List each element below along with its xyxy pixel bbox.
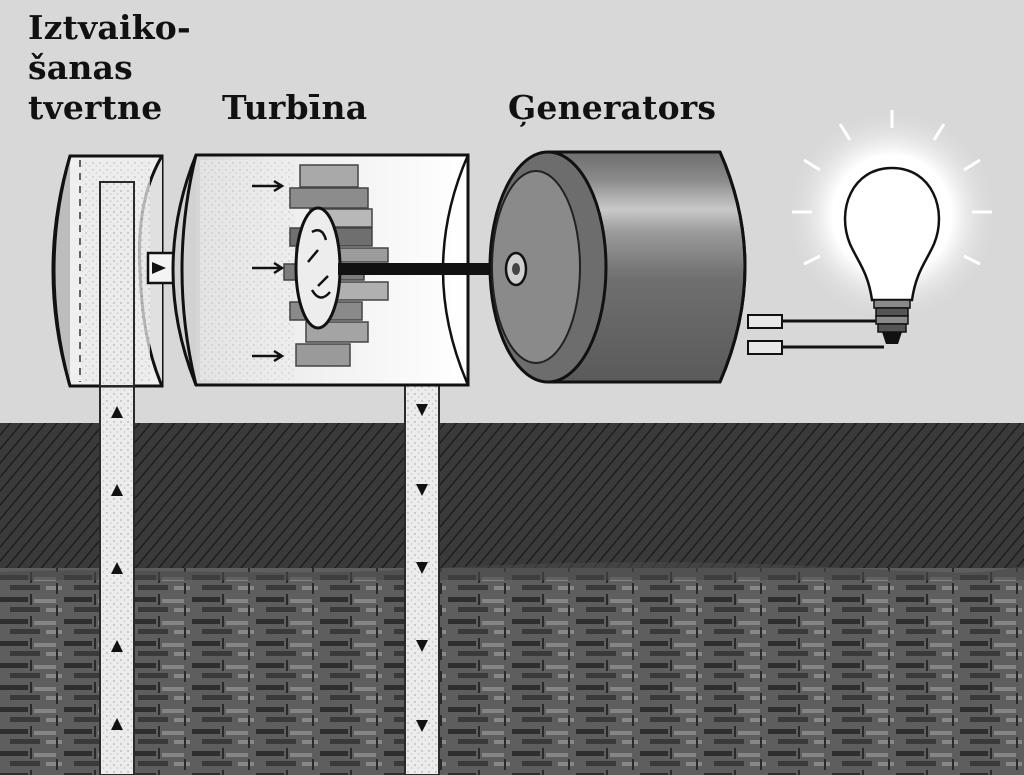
injection-well [404,379,440,775]
flow-arrow-icon [416,484,428,496]
turbine-label: Turbīna [222,88,368,127]
topsoil-layer [0,423,1024,573]
flow-arrow-icon [111,484,123,496]
electrical-wires [782,319,884,349]
flow-arrow-icon [416,404,428,416]
flash-tank-label-line-1: Iztvaiko- [28,8,191,47]
light-bulb-icon [784,107,1000,344]
flow-arrow-icon [111,718,123,730]
rock-boundary [0,562,1024,580]
flow-arrow-icon [416,720,428,732]
turbine-shaft [338,263,520,275]
flow-arrow-icon [416,562,428,574]
generator [488,150,783,384]
production-flow-arrows [111,406,123,730]
flash-tank [51,154,196,388]
flash-tank-label-line-2: šanas [28,48,133,87]
flow-arrow-icon [111,640,123,652]
turbine-rotor [294,206,342,330]
rock-layer [0,568,1024,775]
generator-label: Ģenerators [508,88,717,127]
flow-arrow-icon [416,640,428,652]
flow-arrow-icon [111,562,123,574]
steam-flow-arrows [252,179,285,363]
flash-tank-label-line-3: tvertne [28,88,163,127]
turbine-housing [171,153,520,387]
flow-arrow-icon [111,406,123,418]
injection-flow-arrows [416,404,428,732]
flash-tank-label: Iztvaiko- šanas tvertne [28,8,191,128]
